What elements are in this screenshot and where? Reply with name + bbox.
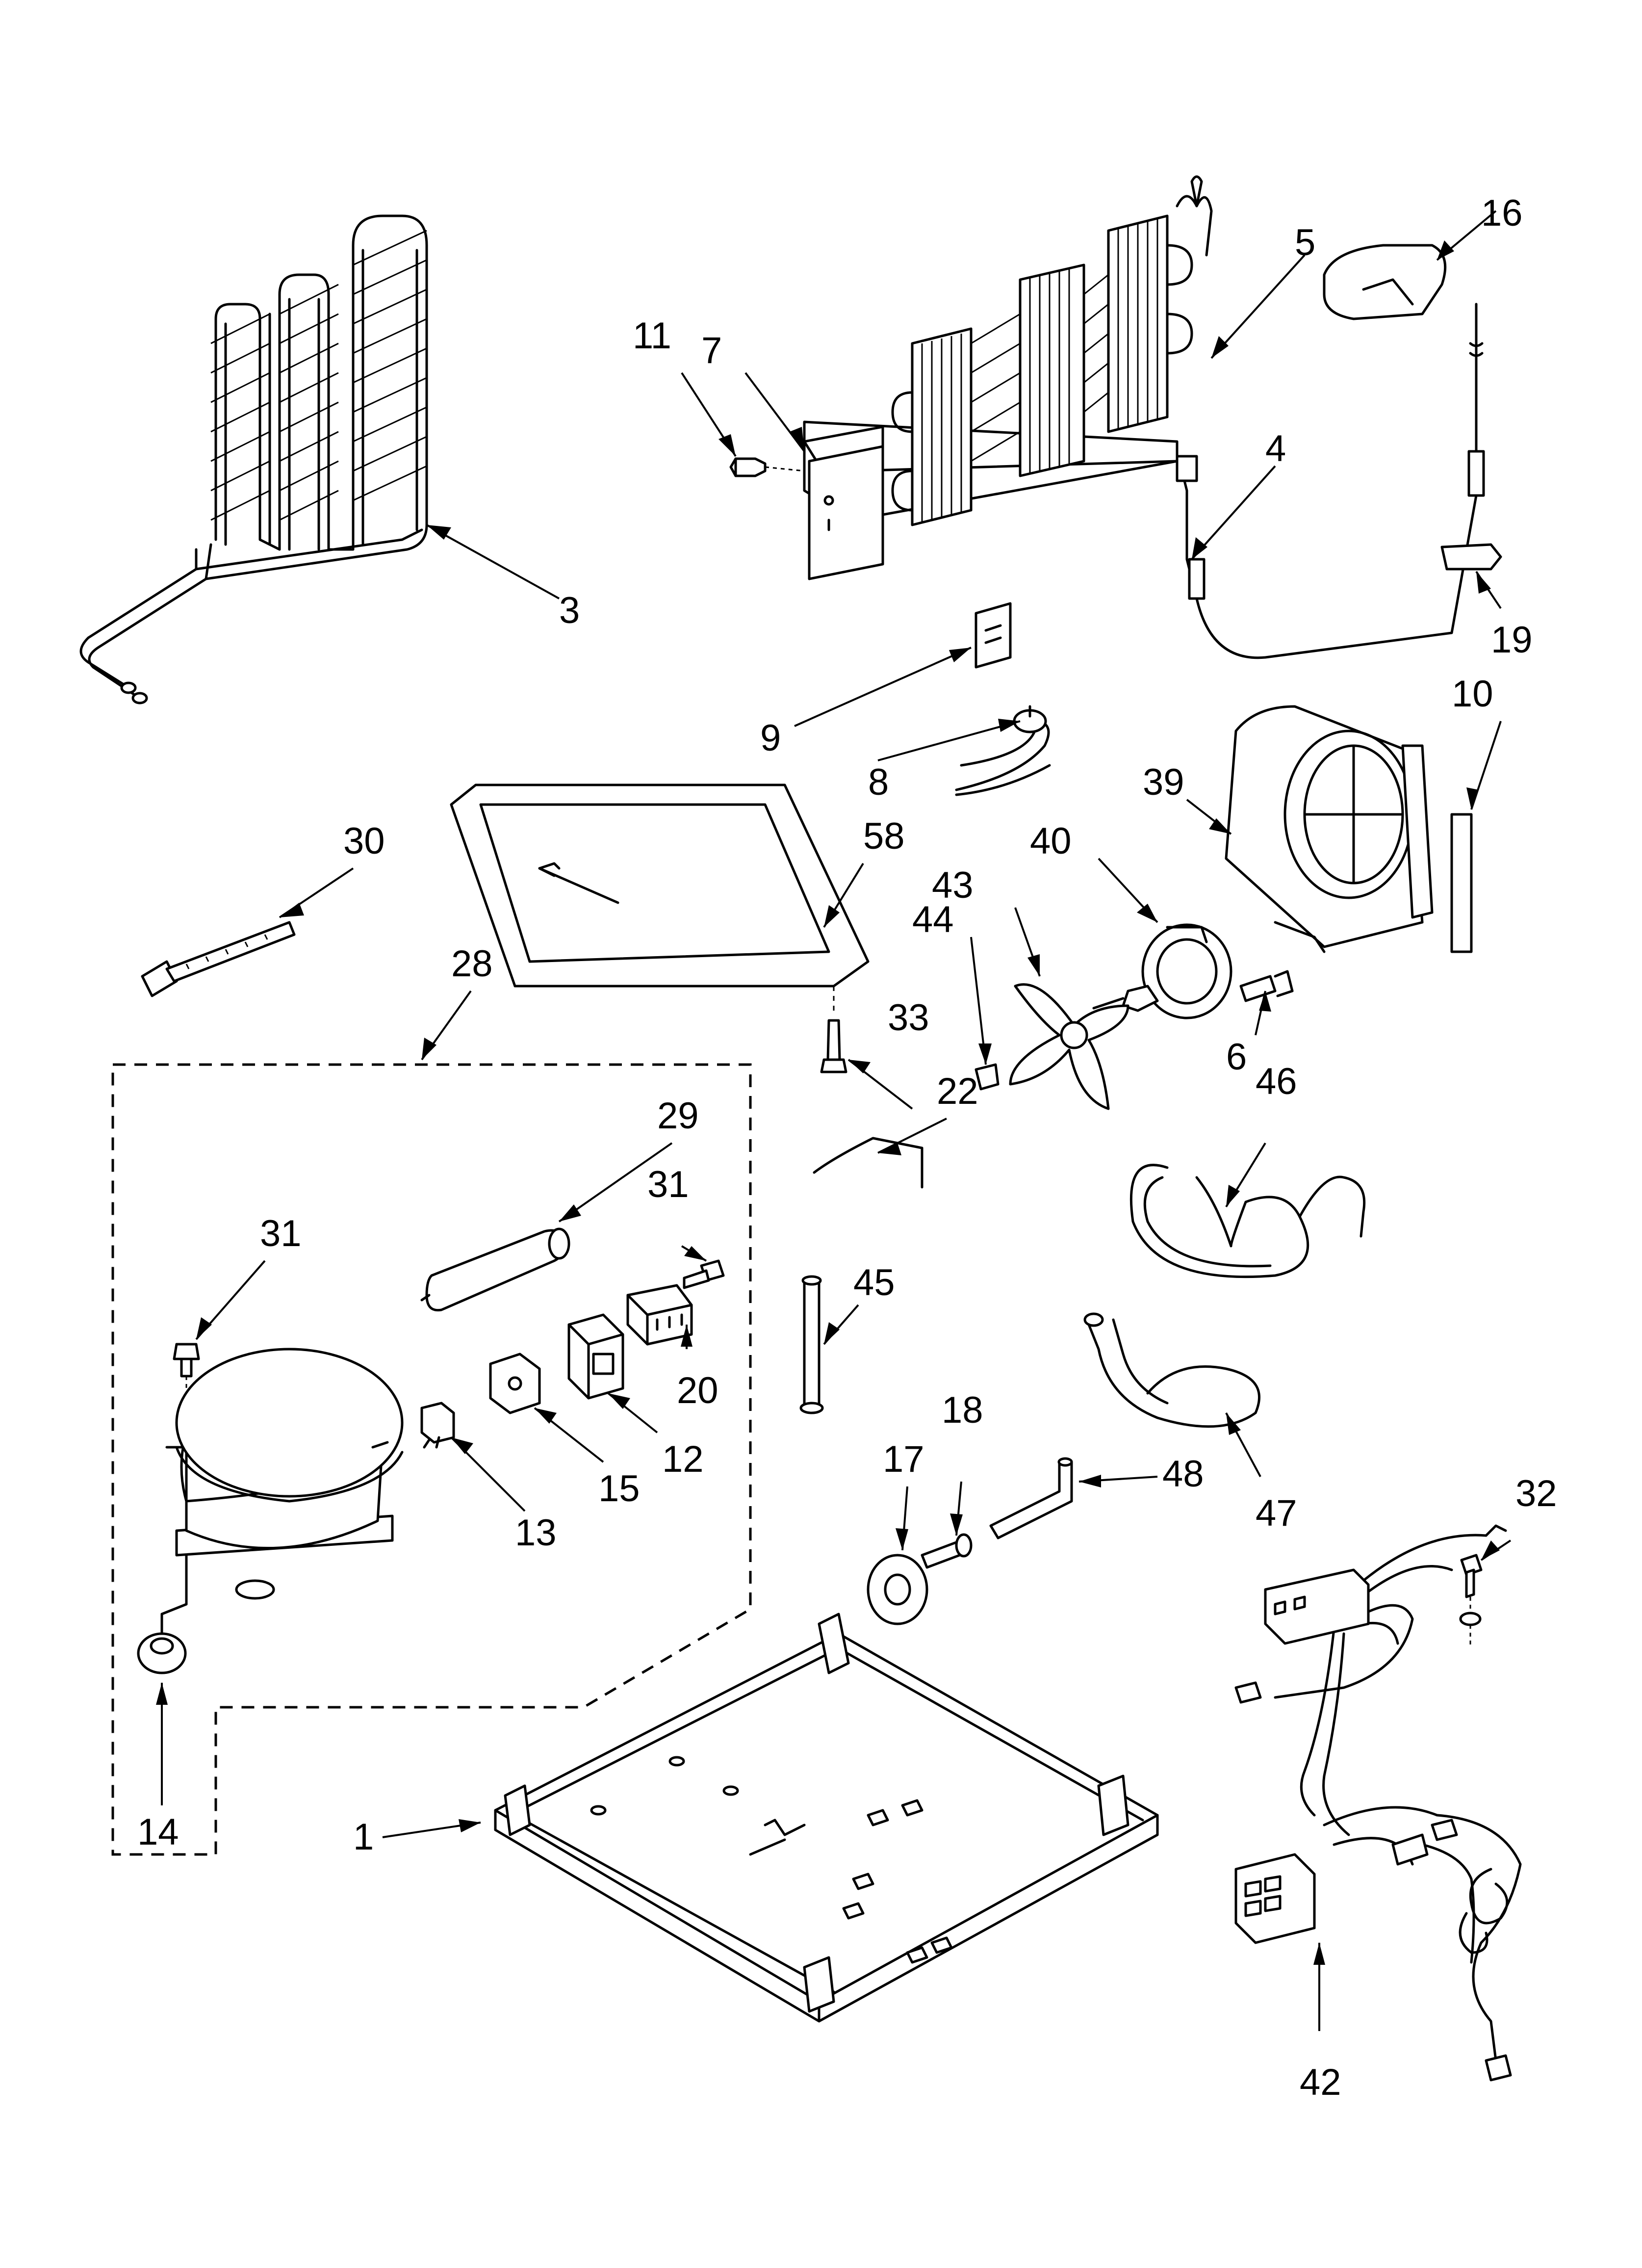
label-3: 3	[559, 590, 580, 631]
condenser-coil	[79, 214, 428, 704]
relay-part-15	[489, 1353, 541, 1414]
label-42: 42	[1300, 2061, 1341, 2103]
label-4: 4	[1265, 428, 1286, 469]
fan-blade-part-43	[1009, 983, 1129, 1110]
label-5: 5	[1295, 222, 1315, 263]
label-13: 13	[515, 1512, 557, 1554]
part-labels: 1 3 4 5 6 7 8 9 10 11 12 13 14 15 16 17 …	[137, 192, 1557, 2103]
label-32: 32	[1515, 1473, 1557, 1514]
tube-part-46	[1129, 1164, 1366, 1278]
label-1: 1	[353, 1816, 374, 1858]
evaporator-assembly	[803, 175, 1213, 580]
label-6: 6	[1226, 1036, 1247, 1078]
label-40: 40	[1030, 820, 1072, 862]
roller-part-17	[867, 1554, 928, 1625]
label-20: 20	[677, 1370, 718, 1411]
label-30: 30	[343, 820, 385, 862]
label-15: 15	[598, 1468, 640, 1510]
wire-part-22	[813, 1137, 924, 1189]
relay-part-12	[567, 1313, 624, 1400]
grommet-part-14	[137, 1632, 187, 1674]
label-29: 29	[657, 1095, 699, 1137]
screw-part-31-lower	[173, 1343, 200, 1398]
clip-part-9	[975, 602, 1012, 669]
compressor-group-outline	[111, 1063, 752, 1856]
base-part-1	[494, 1613, 1159, 2023]
label-14: 14	[137, 1811, 179, 1853]
label-16: 16	[1481, 192, 1523, 234]
terminal-part-13	[420, 1402, 455, 1449]
screw-part-33	[820, 1019, 847, 1073]
arrowheads	[156, 240, 1500, 1965]
label-8: 8	[868, 761, 889, 803]
screw-part-11	[729, 457, 805, 477]
overload-part-20	[626, 1284, 693, 1346]
label-11: 11	[633, 315, 671, 357]
compressor	[160, 1348, 404, 1635]
label-22: 22	[937, 1070, 978, 1112]
label-39: 39	[1143, 761, 1184, 803]
strip-part-10	[1450, 813, 1473, 953]
label-18: 18	[942, 1389, 983, 1431]
label-47: 47	[1256, 1492, 1297, 1534]
thermistor-part-4	[1176, 303, 1485, 659]
label-7: 7	[701, 330, 722, 371]
screw-part-31-upper	[683, 1259, 725, 1289]
pin-part-45	[799, 1275, 824, 1414]
wire-harness-part-42	[1234, 1524, 1522, 2082]
label-46: 46	[1256, 1061, 1297, 1102]
cable-tie-part-30	[141, 921, 296, 997]
label-58: 58	[863, 815, 905, 857]
tube-part-48	[989, 1457, 1073, 1539]
screw-part-32	[1459, 1554, 1483, 1648]
drain-pan-part-58	[450, 783, 870, 1016]
axle-part-18	[921, 1533, 973, 1569]
tube-part-47	[1083, 1312, 1260, 1428]
label-48: 48	[1162, 1453, 1204, 1495]
label-31-upper: 31	[647, 1164, 689, 1205]
fan-motor-part-40	[1092, 923, 1232, 1019]
label-12: 12	[662, 1438, 704, 1480]
clip-part-44	[975, 1063, 1000, 1091]
label-43: 43	[932, 864, 974, 906]
label-33: 33	[888, 997, 929, 1039]
label-19: 19	[1491, 619, 1533, 661]
label-31-lower: 31	[260, 1213, 302, 1254]
capacitor-part-29	[420, 1227, 570, 1312]
fan-shroud-part-39	[1225, 705, 1434, 953]
label-45: 45	[853, 1262, 895, 1303]
label-17: 17	[883, 1438, 924, 1480]
label-44: 44	[912, 899, 954, 940]
label-28: 28	[451, 943, 493, 985]
cover-part-16	[1323, 244, 1447, 320]
label-9: 9	[760, 717, 781, 759]
screw-part-6	[1239, 970, 1294, 1002]
label-10: 10	[1452, 673, 1493, 715]
clip-part-19	[1440, 543, 1502, 571]
